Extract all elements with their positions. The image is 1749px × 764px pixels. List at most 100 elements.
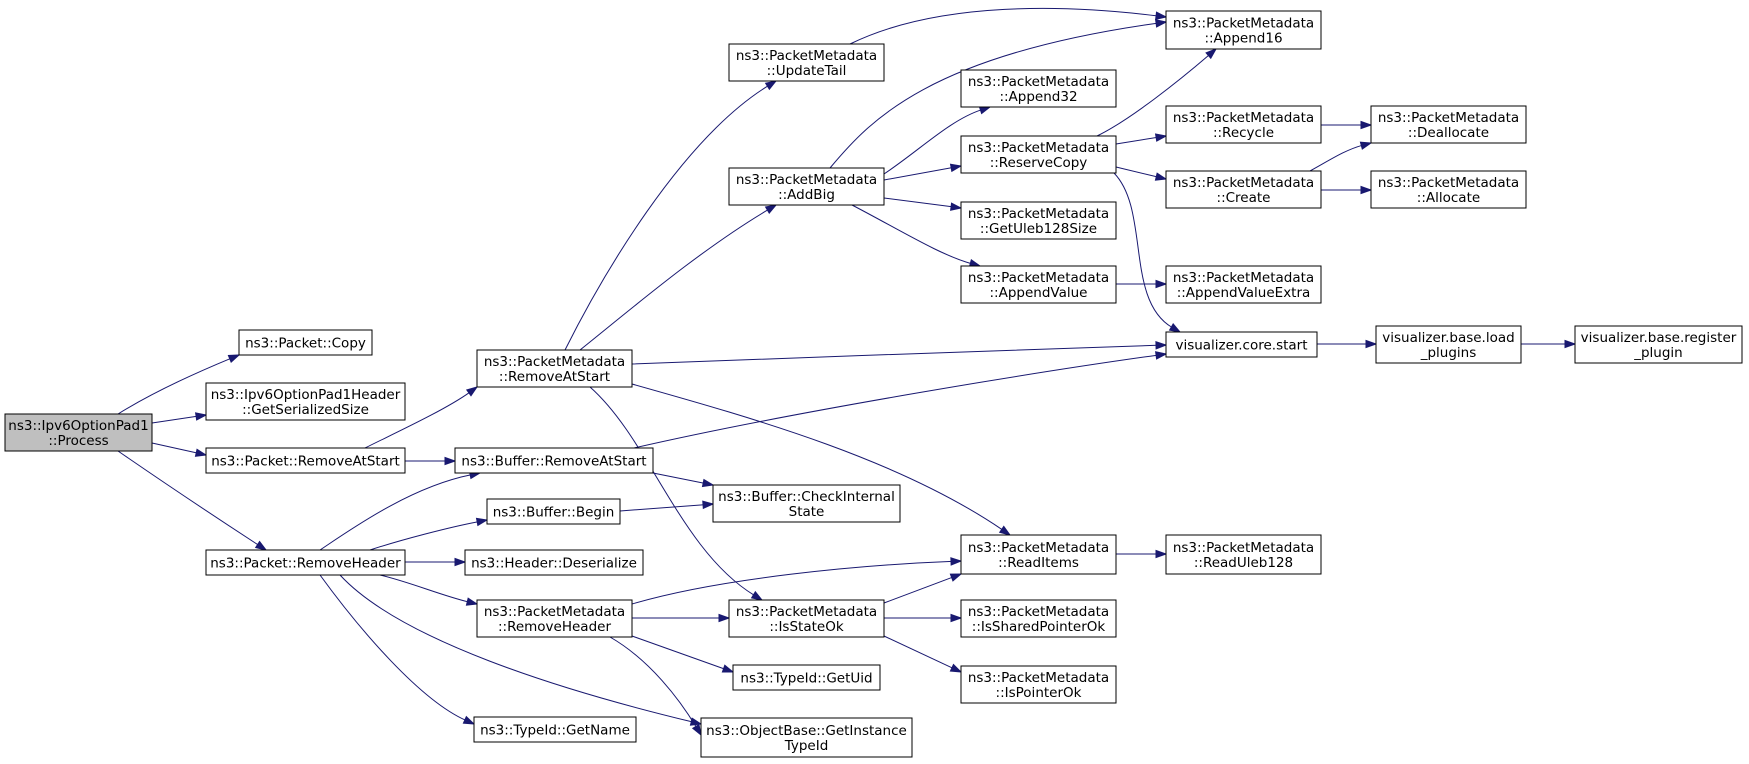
node-box[interactable] [464,549,644,576]
node-pmiso[interactable]: ns3::PacketMetadata::IsStateOk [728,599,885,638]
node-box[interactable] [1370,170,1527,209]
node-label-line: ns3::PacketMetadata [968,74,1109,90]
edge-pmras-to-pmri [631,383,1012,536]
node-pmru[interactable]: ns3::PacketMetadata::ReadUleb128 [1165,534,1322,575]
node-box[interactable] [1165,331,1318,358]
node-pmipo[interactable]: ns3::PacketMetadata::IsPointerOk [960,665,1117,704]
node-label-line: ::AppendValueExtra [1177,285,1311,301]
node-box[interactable] [712,484,901,523]
node-box[interactable] [728,43,885,82]
node-box[interactable] [960,599,1117,638]
node-tgetname[interactable]: ns3::TypeId::GetName [473,716,637,743]
node-pmcr[interactable]: ns3::PacketMetadata::Create [1165,170,1322,209]
edge-pmrc-to-vcs [1113,172,1182,333]
node-label-line: ::IsSharedPointerOk [972,619,1106,635]
arrowhead [950,202,963,211]
node-box[interactable] [1370,105,1527,144]
node-label-line: ns3::Header::Deserialize [471,556,637,572]
arrowhead [750,590,764,601]
node-pma32[interactable]: ns3::PacketMetadata::Append32 [960,69,1117,108]
node-label-line: ns3::TypeId::GetUid [740,671,872,687]
node-label-line: ns3::PacketMetadata [968,670,1109,686]
node-box[interactable] [960,201,1117,240]
node-pmav[interactable]: ns3::PacketMetadata::AppendValue [960,265,1117,304]
node-box[interactable] [205,447,406,474]
node-label-line: ::Deallocate [1408,125,1489,141]
node-pmab[interactable]: ns3::PacketMetadata::AddBig [728,167,885,206]
node-pmdea[interactable]: ns3::PacketMetadata::Deallocate [1370,105,1527,144]
node-pmut[interactable]: ns3::PacketMetadata::UpdateTail [728,43,885,82]
edge-pmut-to-pma16 [849,7,1168,45]
node-box[interactable] [476,349,633,388]
arrowhead [1360,120,1373,130]
node-box[interactable] [1165,10,1322,50]
node-hdeser[interactable]: ns3::Header::Deserialize [464,549,644,576]
node-box[interactable] [728,167,885,206]
node-pmrh[interactable]: ns3::PacketMetadata::RemoveHeader [476,599,633,638]
node-pmrc[interactable]: ns3::PacketMetadata::ReserveCopy [960,135,1117,174]
node-box[interactable] [476,599,633,638]
node-pmispo[interactable]: ns3::PacketMetadata::IsSharedPointerOk [960,599,1117,638]
node-box[interactable] [960,665,1117,704]
node-box[interactable] [1165,170,1322,209]
node-pmgus[interactable]: ns3::PacketMetadata::GetUleb128Size [960,201,1117,240]
node-box[interactable] [1165,534,1322,575]
node-pmall[interactable]: ns3::PacketMetadata::Allocate [1370,170,1527,209]
node-tgetuid[interactable]: ns3::TypeId::GetUid [732,664,881,691]
node-box[interactable] [4,413,153,452]
node-box[interactable] [960,265,1117,304]
node-pad1size[interactable]: ns3::Ipv6OptionPad1Header::GetSerialized… [205,382,406,421]
edge-root-to-pcopy [117,354,241,415]
node-prh[interactable]: ns3::Packet::RemoveHeader [205,549,406,576]
node-vcs[interactable]: visualizer.core.start [1165,331,1318,358]
node-bbegin[interactable]: ns3::Buffer::Begin [486,498,621,525]
node-box[interactable] [486,498,621,525]
arrowhead [1154,133,1168,142]
node-pcopy[interactable]: ns3::Packet::Copy [238,329,373,356]
node-label-line: ns3::PacketMetadata [1173,270,1314,286]
node-pras[interactable]: ns3::Packet::RemoveAtStart [205,447,406,474]
node-pmrec[interactable]: ns3::PacketMetadata::Recycle [1165,105,1322,144]
edge-prh-to-bras [319,470,482,551]
node-box[interactable] [1574,325,1743,364]
edge-pmcr-to-pmdea [1309,141,1373,172]
edge-pmrh-to-tgetuid [631,635,735,673]
node-box[interactable] [1165,105,1322,144]
node-box[interactable] [473,716,637,743]
arrowhead [691,723,702,737]
arrowhead [1155,279,1168,289]
node-vbrp[interactable]: visualizer.base.register_plugin [1574,325,1743,364]
node-box[interactable] [732,664,881,691]
node-box[interactable] [1375,325,1522,364]
node-vblp[interactable]: visualizer.base.load_plugins [1375,325,1522,364]
node-label-line: ::UpdateTail [767,63,847,79]
node-box[interactable] [454,447,654,474]
node-box[interactable] [960,69,1117,108]
arrowhead [949,663,963,673]
node-label-line: ns3::ObjectBase::GetInstance [706,723,907,739]
node-box[interactable] [700,717,913,758]
node-box[interactable] [728,599,885,638]
node-box[interactable] [960,534,1117,575]
node-label-line: ns3::PacketMetadata [968,270,1109,286]
node-label-line: ns3::Packet::Copy [245,336,366,352]
node-box[interactable] [1165,265,1322,304]
edge-pmiso-to-pmri [883,573,963,604]
node-pmri[interactable]: ns3::PacketMetadata::ReadItems [960,534,1117,575]
node-box[interactable] [205,549,406,576]
node-pma16[interactable]: ns3::PacketMetadata::Append16 [1165,10,1322,50]
node-label-line: ns3::PacketMetadata [968,604,1109,620]
node-box[interactable] [205,382,406,421]
arrowhead [950,557,963,566]
node-root[interactable]: ns3::Ipv6OptionPad1::Process [4,413,153,452]
arrowhead [1155,19,1168,28]
node-box[interactable] [238,329,373,356]
node-box[interactable] [960,135,1117,174]
arrowhead [764,80,778,91]
node-bras[interactable]: ns3::Buffer::RemoveAtStart [454,447,654,474]
edge-pmras-to-pmut [564,80,778,351]
node-pmave[interactable]: ns3::PacketMetadata::AppendValueExtra [1165,265,1322,304]
node-pmras[interactable]: ns3::PacketMetadata::RemoveAtStart [476,349,633,388]
